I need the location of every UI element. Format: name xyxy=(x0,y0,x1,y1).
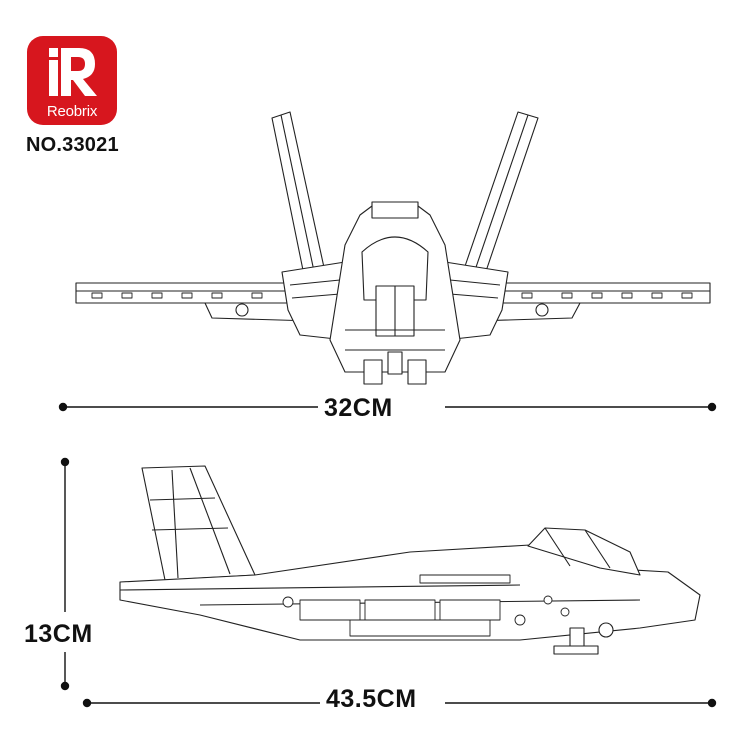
brand-logo: Reobrix xyxy=(27,36,117,125)
height-dimension-line xyxy=(60,457,70,691)
jet-front-view-icon xyxy=(75,111,711,385)
length-label: 43.5CM xyxy=(320,685,423,714)
width-label: 32CM xyxy=(318,394,399,423)
length-dimension-line xyxy=(82,698,717,708)
jet-side-view-icon xyxy=(119,465,701,655)
reobrix-logo-icon xyxy=(49,48,97,96)
model-number: NO.33021 xyxy=(26,134,119,156)
brand-name: Reobrix xyxy=(46,103,98,120)
height-label: 13CM xyxy=(24,620,93,649)
width-dimension-line xyxy=(58,402,717,412)
